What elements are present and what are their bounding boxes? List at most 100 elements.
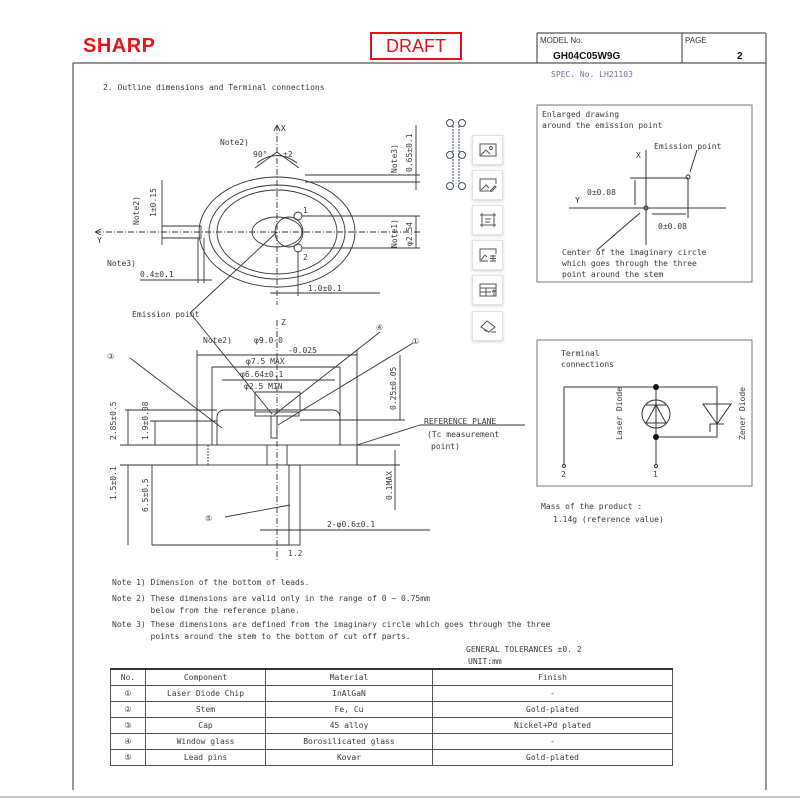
drawing-label: Enlarged drawing (542, 110, 619, 119)
drawing-label: 1 (303, 206, 308, 215)
parts-table: No. Component Material Finish ① Laser Di… (110, 668, 673, 766)
header-finish: Finish (432, 668, 673, 686)
drawing-label: 0.25±0.05 (389, 366, 398, 410)
drawing-label: φ7.5 MAX (246, 357, 285, 366)
note-1: Note 1) Dimension of the bottom of leads… (112, 578, 310, 587)
table-extract-icon (479, 283, 496, 297)
drawing-label: 2-φ0.6±0.1 (327, 520, 375, 529)
drawing-label: 0.65±0.1 (405, 133, 414, 172)
drawing-label: Y (575, 196, 580, 205)
mass-label: Mass of the product : (541, 502, 643, 511)
cell-no: ⑤ (110, 749, 146, 766)
header-material: Material (265, 668, 433, 686)
section-title: 2. Outline dimensions and Terminal conne… (103, 83, 325, 92)
drawing-label: 1.5±0.1 (109, 466, 118, 500)
drawing-label: 1.0±0.1 (308, 284, 342, 293)
cell-finish: - (432, 733, 673, 750)
drawing-label: Emission point (654, 142, 722, 151)
drawing-label: Center of the imaginary circle (562, 248, 707, 257)
drawing-label: 6.5±0.5 (141, 478, 150, 512)
drawing-label: 1.9±0.08 (141, 401, 150, 440)
image-to-text-button[interactable] (472, 240, 503, 270)
drawing-label: Note1) (390, 219, 399, 248)
page-label: PAGE (685, 36, 707, 45)
drawing-label: φ2.5 MIN (244, 382, 283, 391)
drawing-label: ⑤ (205, 514, 212, 523)
drawing-label: φ9.0-0 (254, 336, 283, 345)
sharp-logo: SHARP (83, 35, 156, 57)
drawing-label: REFERENCE PLANE (424, 417, 496, 426)
table-row: ① Laser Diode Chip InAlGaN - (110, 685, 673, 702)
drawing-label: 1±0.15 (149, 188, 158, 217)
extract-table-button[interactable] (472, 275, 503, 305)
drawing-label: ① (412, 337, 419, 346)
enlarged-drawing-box: Enlarged drawing around the emission poi… (536, 104, 753, 283)
drawing-label: 2 (303, 253, 308, 262)
cell-component: Laser Diode Chip (145, 685, 266, 702)
spec-number: SPEC. No. LH21103 (551, 70, 633, 79)
drawing-label: Note2) (132, 196, 141, 225)
table-header-row: No. Component Material Finish (110, 668, 673, 686)
unit-label: UNIT:mm (468, 657, 502, 666)
drawing-label: ±2 (283, 150, 293, 159)
model-label: MODEL No. (540, 36, 583, 45)
drawing-label: Emission point (132, 310, 200, 319)
drawing-label: -0.025 (288, 346, 317, 355)
terminal-connections-box: Terminal connections Laser Diode Zener D… (536, 339, 753, 487)
drawing-label: (Tc measurement (427, 430, 499, 439)
header-no: No. (110, 668, 146, 686)
draft-stamp: DRAFT (370, 32, 462, 60)
drawing-label: Laser Diode (615, 387, 624, 440)
cell-no: ④ (110, 733, 146, 750)
selection-handles[interactable] (440, 118, 470, 190)
drawing-label: 90° (253, 150, 267, 159)
drawing-label: 0.4±0.1 (140, 270, 174, 279)
cell-finish: - (432, 685, 673, 702)
side-view-labels: Z Note2) φ9.0-0 -0.025 φ7.5 MAX φ6.64±0.… (107, 318, 499, 558)
drawing-label: connections (561, 360, 614, 369)
eraser-button[interactable] (472, 311, 503, 341)
drawing-label: point around the stem (562, 270, 663, 279)
cell-material: InAlGaN (265, 685, 433, 702)
table-row: ⑤ Lead pins Kovar Gold-plated (110, 749, 673, 766)
drawing-label: around the emission point (542, 121, 663, 130)
cell-component: Lead pins (145, 749, 266, 766)
model-value: GH04C05W9G (553, 51, 621, 62)
drawing-label: φ2.54 (405, 222, 414, 246)
table-row: ④ Window glass Borosilicated glass - (110, 733, 673, 750)
drawing-label: 1.2 (288, 549, 303, 558)
note-2: Note 2) These dimensions are valid only … (112, 594, 430, 603)
drawing-label: Note2) (203, 336, 232, 345)
image-button[interactable] (472, 135, 503, 165)
cell-component: Cap (145, 717, 266, 734)
eraser-icon (479, 320, 496, 333)
drawing-label: which goes through the three (562, 259, 697, 268)
drawing-label: 0.1MAX (385, 471, 394, 500)
drawing-label: Note3) (107, 259, 136, 268)
drawing-label: Zener Diode (738, 387, 747, 440)
drawing-label: Y (97, 236, 102, 245)
cell-no: ① (110, 685, 146, 702)
drawing-label: Z (281, 318, 286, 327)
cell-no: ② (110, 701, 146, 718)
general-tolerances: GENERAL TOLERANCES ±0. 2 (466, 645, 582, 654)
cell-material: 45 alloy (265, 717, 433, 734)
mass-value: 1.14g (reference value) (553, 515, 664, 524)
table-row: ③ Cap 45 alloy Nickel+Pd plated (110, 717, 673, 734)
drawing-label: φ6.64±0.1 (240, 370, 284, 379)
drawing-label: Note3) (390, 144, 399, 173)
crop-button[interactable] (472, 205, 503, 235)
crop-icon (479, 213, 496, 227)
cell-finish: Gold-plated (432, 749, 673, 766)
cell-finish: Nickel+Pd plated (432, 717, 673, 734)
drawing-label: ③ (107, 352, 114, 361)
note-3-cont: points around the stem to the bottom of … (112, 632, 411, 641)
edit-image-button[interactable] (472, 170, 503, 200)
drawing-label: 2.85±0.5 (109, 401, 118, 440)
drawing-label: 0±0.08 (658, 222, 687, 231)
page-number: 2 (737, 51, 743, 62)
cell-material: Borosilicated glass (265, 733, 433, 750)
edit-image-icon (479, 178, 497, 192)
